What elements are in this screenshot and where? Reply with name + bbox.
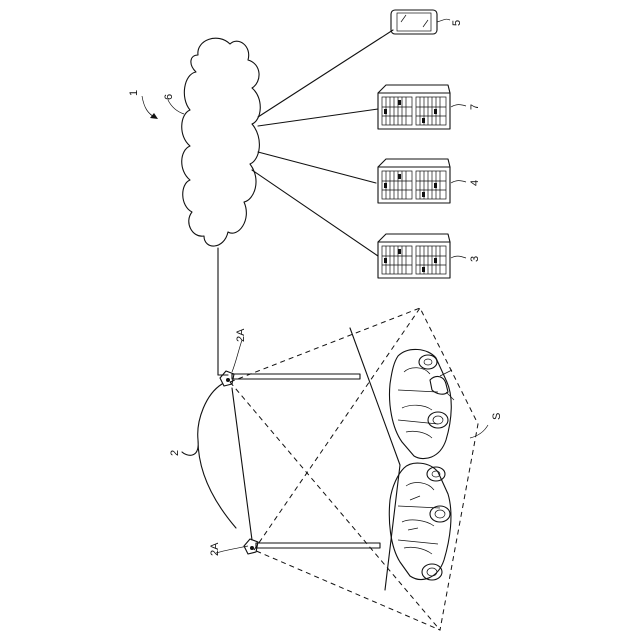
label-server-4: 4: [469, 180, 481, 186]
parked-car-upper: [390, 349, 455, 458]
system-arrowhead: [150, 113, 158, 119]
label-server-7: 7: [469, 104, 481, 110]
camera-brace: [182, 384, 236, 528]
server-rack-7: [378, 85, 450, 129]
network-links: [218, 30, 393, 540]
cloud-network: [182, 38, 261, 246]
label-cameras: 2: [169, 450, 181, 456]
label-system: 1: [128, 90, 140, 96]
camera-pole-a: [220, 371, 360, 386]
mobile-device: [391, 10, 437, 34]
label-server-3: 3: [469, 256, 481, 262]
label-camera-b: 2A: [209, 542, 221, 556]
server-rack-4: [378, 159, 450, 203]
server-rack-3: [378, 234, 450, 278]
camera-pole-b: [244, 539, 380, 554]
label-device: 5: [451, 20, 463, 26]
label-camera-a: 2A: [235, 328, 247, 342]
label-zone: S: [491, 413, 503, 420]
label-network: 6: [163, 94, 175, 100]
monitored-zone: [230, 308, 478, 630]
parking-lines: [350, 328, 400, 590]
